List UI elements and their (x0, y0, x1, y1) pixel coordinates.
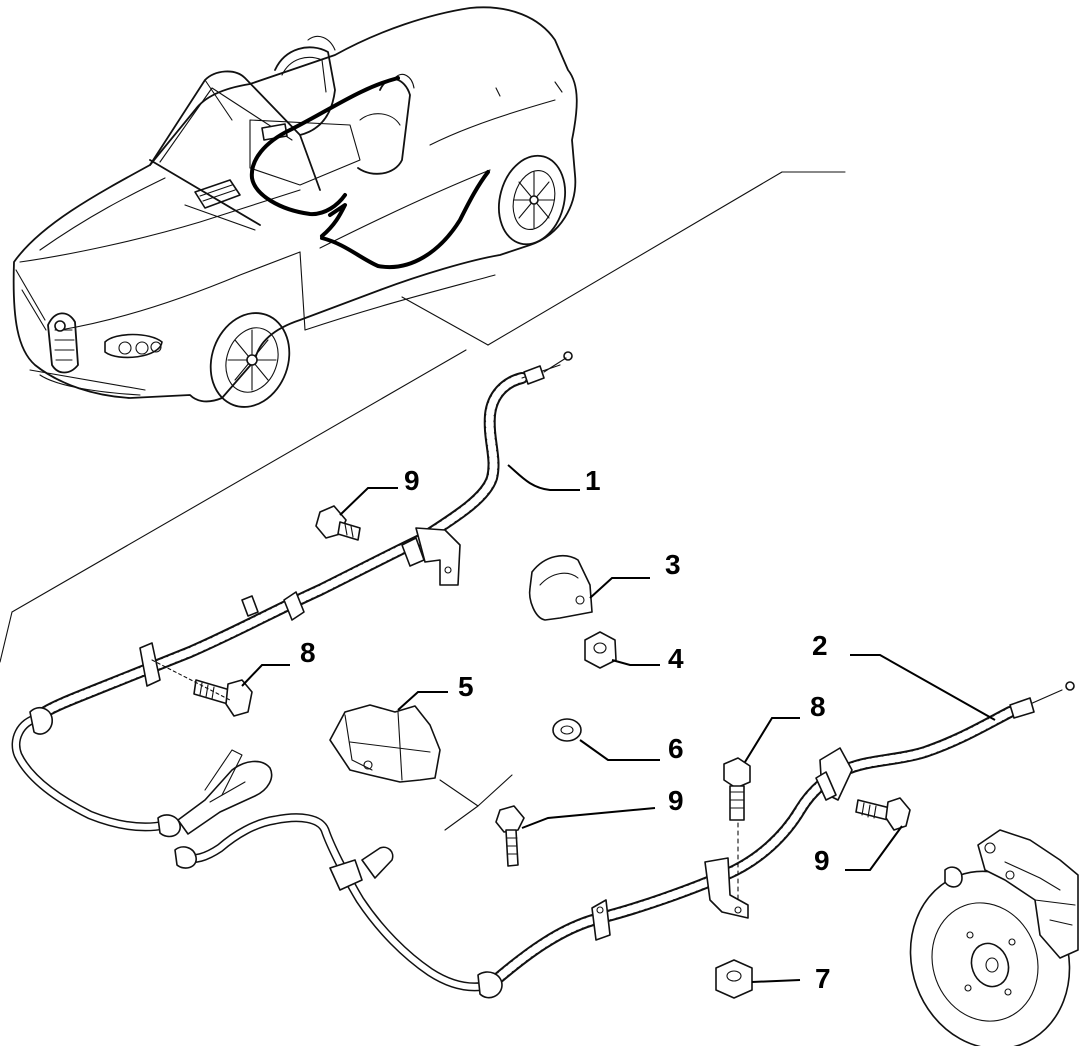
heat-shield-5 (329, 704, 441, 783)
bolt-9-upper (315, 505, 361, 541)
callout-9-right: 9 (814, 825, 903, 876)
clip-3 (528, 554, 593, 621)
bolt-9-right (855, 797, 911, 831)
nut-7 (715, 959, 753, 999)
callout-1: 1 (507, 464, 601, 496)
view-separator (0, 171, 846, 663)
bolt-8-vertical (723, 757, 751, 821)
callout-6: 6 (579, 733, 684, 764)
callout-2: 2 (812, 630, 996, 721)
callout-label-9-right: 9 (814, 845, 830, 876)
brake-disc-caliper (909, 829, 1079, 1046)
cable-2-right (174, 681, 1075, 999)
callout-label-4: 4 (668, 643, 684, 674)
callout-9-upper: 9 (339, 465, 420, 516)
callout-label-9-middle: 9 (668, 785, 684, 816)
callout-5: 5 (397, 671, 474, 711)
callout-label-8-left: 8 (300, 637, 316, 668)
callout-label-1: 1 (585, 465, 601, 496)
callout-3: 3 (589, 549, 681, 599)
callout-label-8-right: 8 (810, 691, 826, 722)
cable-1-left (11, 351, 573, 838)
callout-8-right: 8 (744, 691, 826, 763)
callout-4: 4 (611, 643, 684, 674)
callout-label-5: 5 (458, 671, 474, 702)
callout-9-middle: 9 (521, 785, 684, 829)
nut-4 (584, 631, 617, 669)
callout-label-9-upper: 9 (404, 465, 420, 496)
bolt-9-middle (495, 805, 525, 867)
callout-label-3: 3 (665, 549, 681, 580)
washer-6 (552, 718, 582, 742)
callout-8-left: 8 (241, 637, 316, 687)
callout-label-7: 7 (815, 963, 831, 994)
car-illustration (12, 6, 578, 408)
callout-label-6: 6 (668, 733, 684, 764)
callout-7: 7 (751, 963, 831, 994)
callout-label-2: 2 (812, 630, 828, 661)
